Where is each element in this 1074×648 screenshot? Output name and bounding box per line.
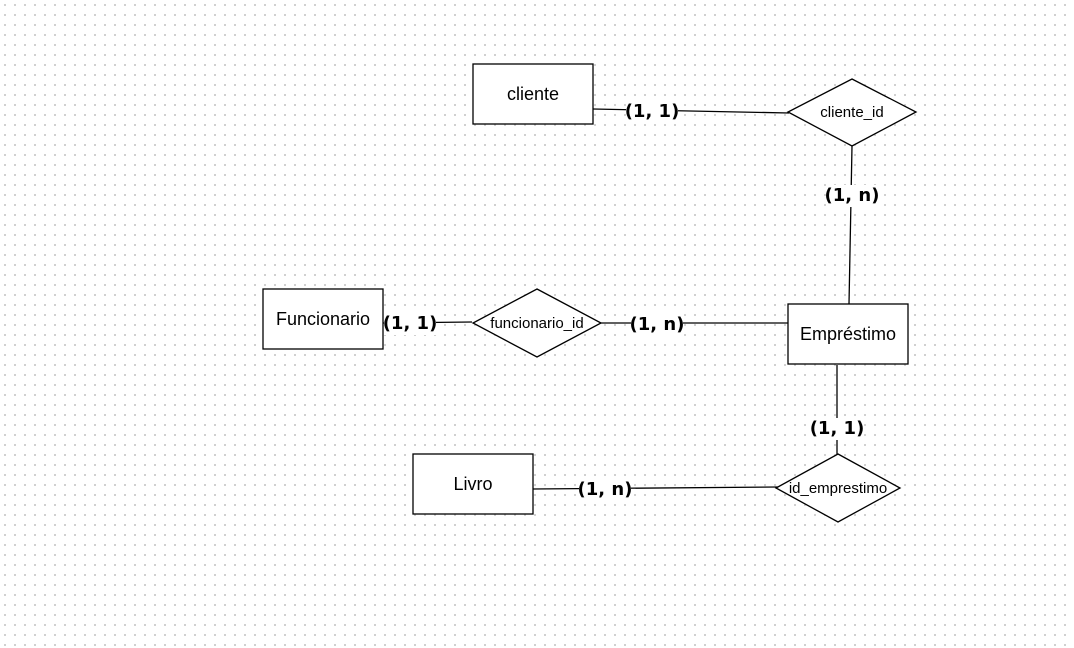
cardinality-emprestimo-to-cliente: (1, n) — [825, 185, 880, 207]
cardinality-livro-side-label: (1, n) — [578, 479, 633, 500]
entity-livro[interactable]: Livro — [412, 453, 534, 515]
relationship-cliente-id-label: cliente_id — [820, 104, 883, 121]
edge-livro-to-id-emprestimo — [532, 486, 779, 490]
cardinality-emprestimo-to-cliente-label: (1, n) — [825, 185, 880, 206]
edge-cliente-id-to-emprestimo — [848, 145, 853, 305]
relationship-id-emprestimo[interactable]: id_emprestimo — [774, 453, 902, 523]
edge-cliente-to-cliente-id — [592, 108, 790, 114]
cardinality-funcionario-side: (1, 1) — [383, 313, 438, 335]
relationship-funcionario-id[interactable]: funcionario_id — [471, 288, 603, 358]
cardinality-funcionario-side-label: (1, 1) — [383, 313, 438, 334]
cardinality-emprestimo-to-livro: (1, 1) — [810, 418, 865, 440]
entity-emprestimo[interactable]: Empréstimo — [787, 303, 909, 365]
relationship-id-emprestimo-label: id_emprestimo — [789, 480, 887, 497]
relationship-cliente-id[interactable]: cliente_id — [786, 78, 918, 147]
entity-funcionario[interactable]: Funcionario — [262, 288, 384, 350]
entity-cliente-label: cliente — [507, 84, 559, 104]
cardinality-livro-side: (1, n) — [578, 479, 633, 501]
cardinality-emprestimo-to-funcionario: (1, n) — [630, 314, 685, 336]
entity-funcionario-label: Funcionario — [276, 309, 370, 329]
cardinality-emprestimo-to-livro-label: (1, 1) — [810, 418, 865, 439]
cardinality-cliente-side: (1, 1) — [625, 100, 680, 122]
entity-livro-label: Livro — [453, 474, 492, 494]
cardinality-cliente-side-label: (1, 1) — [625, 101, 680, 122]
cardinality-emprestimo-to-funcionario-label: (1, n) — [630, 314, 685, 335]
entity-cliente[interactable]: cliente — [472, 63, 594, 125]
relationship-funcionario-id-label: funcionario_id — [490, 315, 583, 332]
entity-emprestimo-label: Empréstimo — [800, 324, 896, 344]
